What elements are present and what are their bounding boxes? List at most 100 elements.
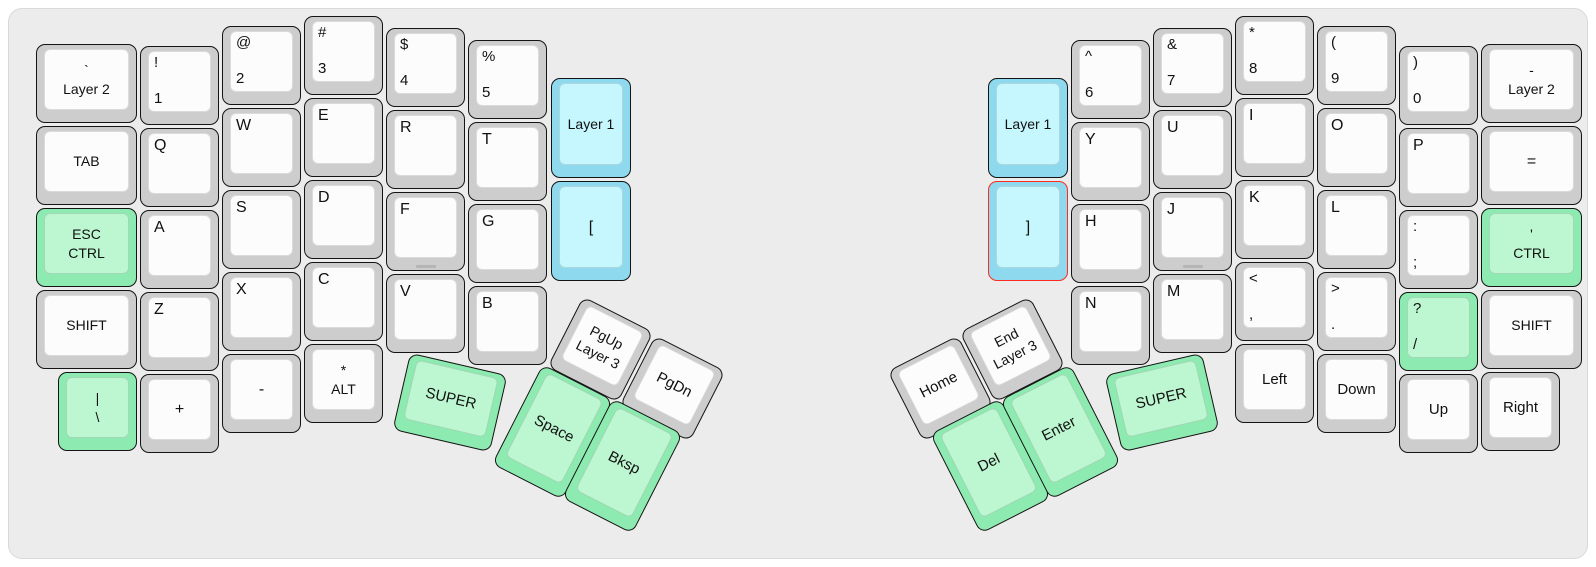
key-legend: Down xyxy=(1325,359,1388,420)
key-quote-ctrl[interactable]: 'CTRL xyxy=(1481,208,1582,287)
key-d[interactable]: D xyxy=(304,180,383,259)
key-l[interactable]: L xyxy=(1317,190,1396,269)
keycap-top xyxy=(66,377,129,438)
key-y[interactable]: Y xyxy=(1071,122,1150,201)
key-layer1-right[interactable]: Layer 1 xyxy=(988,78,1068,178)
key-j[interactable]: J xyxy=(1153,192,1232,271)
keycap-top xyxy=(1407,215,1470,276)
key-legend-line: [ xyxy=(588,218,594,236)
key-minus-left[interactable]: - xyxy=(222,354,301,433)
key-comma[interactable]: <, xyxy=(1235,262,1314,341)
key-legend-line: | xyxy=(95,389,100,406)
key-legend-line: * xyxy=(1249,24,1255,41)
key-legend-line: ! xyxy=(154,54,159,71)
key-legend-line: W xyxy=(236,117,252,134)
key-c[interactable]: C xyxy=(304,262,383,341)
key-legend-line: L xyxy=(1331,199,1340,216)
key-legend-line: SUPER xyxy=(1134,384,1189,413)
key-q[interactable]: Q xyxy=(140,128,219,207)
key-h[interactable]: H xyxy=(1071,204,1150,283)
key-5[interactable]: %5 xyxy=(468,40,547,119)
key-legend-line: Home xyxy=(916,367,960,402)
key-legend: P xyxy=(1407,133,1470,194)
key-legend-line: N xyxy=(1085,295,1097,312)
key-4[interactable]: $4 xyxy=(386,28,465,107)
key-legend: [ xyxy=(559,186,623,268)
key-tab[interactable]: TAB xyxy=(36,126,137,205)
keycap-top xyxy=(1243,267,1306,328)
key-i[interactable]: I xyxy=(1235,98,1314,177)
keycap-top xyxy=(394,279,457,340)
key-1[interactable]: !1 xyxy=(140,46,219,125)
keycap-top xyxy=(1489,49,1574,110)
key-t[interactable]: T xyxy=(468,122,547,201)
key-0[interactable]: )0 xyxy=(1399,46,1478,125)
key-legend: *8 xyxy=(1243,21,1306,82)
keycap-top xyxy=(1489,131,1574,192)
key-e[interactable]: E xyxy=(304,98,383,177)
key-b[interactable]: B xyxy=(468,286,547,365)
key-legend-line: R xyxy=(400,119,412,136)
key-6[interactable]: ^6 xyxy=(1071,40,1150,119)
key-a[interactable]: A xyxy=(140,210,219,289)
key-pipe-backslash[interactable]: |\ xyxy=(58,372,137,451)
key-shift-right[interactable]: SHIFT xyxy=(1481,290,1582,369)
key-up[interactable]: Up xyxy=(1399,374,1478,453)
key-alt[interactable]: *ALT xyxy=(304,344,383,423)
key-layer1-left[interactable]: Layer 1 xyxy=(551,78,631,178)
key-period[interactable]: >. xyxy=(1317,272,1396,351)
key-shift-left[interactable]: SHIFT xyxy=(36,290,137,369)
key-8[interactable]: *8 xyxy=(1235,16,1314,95)
key-rbracket[interactable]: ] xyxy=(988,181,1068,281)
key-equals[interactable]: = xyxy=(1481,126,1582,205)
keycap-top xyxy=(1161,197,1224,258)
key-legend: SHIFT xyxy=(44,295,129,356)
key-v[interactable]: V xyxy=(386,274,465,353)
key-m[interactable]: M xyxy=(1153,274,1232,353)
keycap-top xyxy=(1407,297,1470,358)
key-7[interactable]: &7 xyxy=(1153,28,1232,107)
key-legend-line: X xyxy=(236,281,247,298)
key-9[interactable]: (9 xyxy=(1317,26,1396,105)
key-legend-line: # xyxy=(318,24,327,41)
key-legend-line: T xyxy=(482,131,492,148)
keycap-top xyxy=(44,213,129,274)
key-legend-line: @ xyxy=(236,34,252,51)
key-g[interactable]: G xyxy=(468,204,547,283)
key-r[interactable]: R xyxy=(386,110,465,189)
key-o[interactable]: O xyxy=(1317,108,1396,187)
key-x[interactable]: X xyxy=(222,272,301,351)
key-right[interactable]: Right xyxy=(1481,372,1560,451)
key-k[interactable]: K xyxy=(1235,180,1314,259)
key-z[interactable]: Z xyxy=(140,292,219,371)
key-layer2-right[interactable]: -Layer 2 xyxy=(1481,44,1582,123)
keycap-top xyxy=(394,33,457,94)
key-legend-line: B xyxy=(482,295,493,312)
key-w[interactable]: W xyxy=(222,108,301,187)
key-left[interactable]: Left xyxy=(1235,344,1314,423)
key-slash[interactable]: ?/ xyxy=(1399,292,1478,371)
key-s[interactable]: S xyxy=(222,190,301,269)
key-lbracket[interactable]: [ xyxy=(551,181,631,281)
key-legend-line: A xyxy=(154,219,165,236)
key-u[interactable]: U xyxy=(1153,110,1232,189)
key-f[interactable]: F xyxy=(386,192,465,271)
key-legend: = xyxy=(1489,131,1574,192)
key-down[interactable]: Down xyxy=(1317,354,1396,433)
key-legend: K xyxy=(1243,185,1306,246)
keycap-top xyxy=(476,209,539,270)
key-legend-line: Layer 2 xyxy=(63,80,110,97)
key-3[interactable]: #3 xyxy=(304,16,383,95)
key-2[interactable]: @2 xyxy=(222,26,301,105)
key-legend: 'CTRL xyxy=(1489,213,1574,274)
key-p[interactable]: P xyxy=(1399,128,1478,207)
keycap-top xyxy=(312,103,375,164)
key-plus[interactable]: + xyxy=(140,374,219,453)
key-layer2-left[interactable]: `Layer 2 xyxy=(36,44,137,123)
key-n[interactable]: N xyxy=(1071,286,1150,365)
key-legend-line: O xyxy=(1331,117,1344,134)
key-legend-line: / xyxy=(1413,336,1418,353)
key-semicolon[interactable]: :; xyxy=(1399,210,1478,289)
